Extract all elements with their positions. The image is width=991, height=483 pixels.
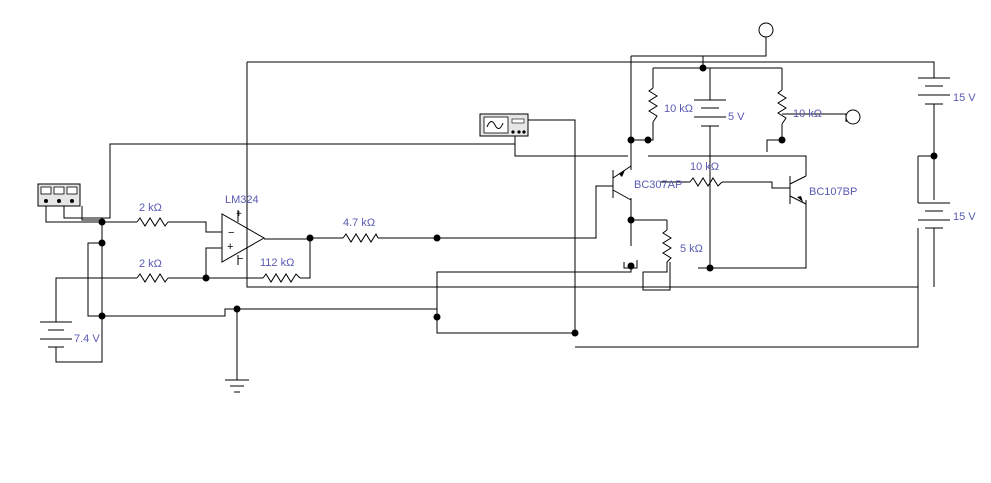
- wire-meter-lead-2: [81, 206, 103, 243]
- wire-pnp-collector: [630, 198, 667, 221]
- wires: [45, 44, 935, 380]
- junction: [778, 136, 786, 144]
- label-r-input-top: 2 kΩ: [139, 202, 162, 214]
- resistor-bias-right[interactable]: [777, 89, 787, 125]
- svg-text:−: −: [237, 253, 243, 265]
- wire-npn-col: [766, 139, 782, 152]
- resistor-input-bottom[interactable]: [136, 273, 169, 283]
- junction: [706, 264, 714, 272]
- resistor-output[interactable]: [342, 232, 379, 243]
- junction: [627, 136, 635, 144]
- battery-15v-top[interactable]: [918, 77, 950, 105]
- label-battery-7v: 7.4 V: [74, 333, 100, 345]
- wire-frame-top: [247, 61, 935, 78]
- wire-5k-bottom-loop: [642, 262, 671, 291]
- oscilloscope-icon[interactable]: [479, 113, 529, 137]
- junction: [433, 313, 441, 321]
- label-r-bias-right: 10 kΩ: [793, 108, 822, 120]
- label-q-pnp: BC307AP: [634, 179, 682, 191]
- junction: [98, 312, 106, 320]
- svg-text:+: +: [236, 209, 242, 220]
- labels: 2 kΩ 2 kΩ LM324 4.7 kΩ 112 kΩ 10 kΩ 5 V …: [74, 92, 976, 345]
- junction: [202, 274, 210, 282]
- wire-r-bridge-r: [722, 181, 790, 189]
- opamp-lm324[interactable]: − + + −: [221, 209, 266, 265]
- multimeter-icon[interactable]: [37, 183, 81, 207]
- wire-opamp-out: [264, 238, 311, 279]
- resistor-bias-left[interactable]: [648, 87, 658, 123]
- transistor-npn[interactable]: [789, 175, 807, 205]
- label-r-bridge: 10 kΩ: [690, 161, 719, 173]
- resistor-input-top[interactable]: [136, 217, 169, 227]
- wire-meter-lead-1: [45, 206, 102, 223]
- svg-text:+: +: [227, 241, 233, 253]
- wire-bottom-bus: [436, 317, 575, 334]
- probe-terminal-icon[interactable]: [758, 22, 774, 44]
- label-q-npn: BC107BP: [809, 186, 857, 198]
- junction: [98, 239, 106, 247]
- junction: [627, 216, 635, 224]
- junction: [306, 234, 314, 242]
- label-opamp: LM324: [225, 194, 259, 206]
- battery-7v4[interactable]: [40, 321, 72, 348]
- probe-terminal-icon[interactable]: [845, 109, 861, 125]
- label-battery-15v-top: 15 V: [953, 92, 976, 104]
- ground-icon: [225, 379, 249, 393]
- resistor-bridge[interactable]: [689, 177, 723, 187]
- wire-bottom-return: [575, 228, 919, 348]
- label-r-load: 5 kΩ: [680, 243, 703, 255]
- wire-ground-bus: [87, 242, 438, 317]
- wire-battery-left: [55, 243, 103, 363]
- wire-r-to-pnp: [378, 185, 613, 239]
- junction: [233, 305, 241, 313]
- resistor-load[interactable]: [662, 229, 672, 263]
- svg-text:−: −: [228, 227, 234, 239]
- wire-in-bottom-to-opamp: [168, 247, 222, 279]
- junction: [699, 64, 707, 72]
- resistor-feedback[interactable]: [262, 273, 301, 283]
- label-r-bias-left: 10 kΩ: [664, 103, 693, 115]
- wire-npn-emitter: [698, 200, 807, 269]
- junction: [571, 329, 579, 337]
- battery-15v-bottom[interactable]: [918, 202, 950, 229]
- battery-5v[interactable]: [694, 99, 726, 127]
- wire-meter-to-scope: [63, 136, 516, 219]
- transistor-pnp[interactable]: [612, 165, 632, 201]
- wire-r-left-bottom: [631, 122, 654, 141]
- wire-in-bottom: [55, 277, 137, 322]
- junction: [98, 218, 106, 226]
- wire-scope-b: [526, 119, 576, 333]
- wire-bridge: [648, 155, 807, 176]
- junction: [644, 136, 652, 144]
- label-battery-15v-bottom: 15 V: [953, 211, 976, 223]
- wire-in-top-to-opamp: [168, 221, 222, 233]
- label-r-input-bottom: 2 kΩ: [139, 258, 162, 270]
- junction: [627, 262, 635, 270]
- label-battery-5v: 5 V: [728, 111, 745, 123]
- wire-scope-a: [514, 136, 628, 157]
- junctions: [98, 64, 938, 337]
- junction: [930, 152, 938, 160]
- label-r-out: 4.7 kΩ: [343, 217, 375, 229]
- junction: [433, 234, 441, 242]
- wire-frame-left-bottom: [246, 62, 918, 288]
- wire-top-rail: [631, 44, 767, 57]
- label-r-feedback: 112 kΩ: [260, 257, 294, 269]
